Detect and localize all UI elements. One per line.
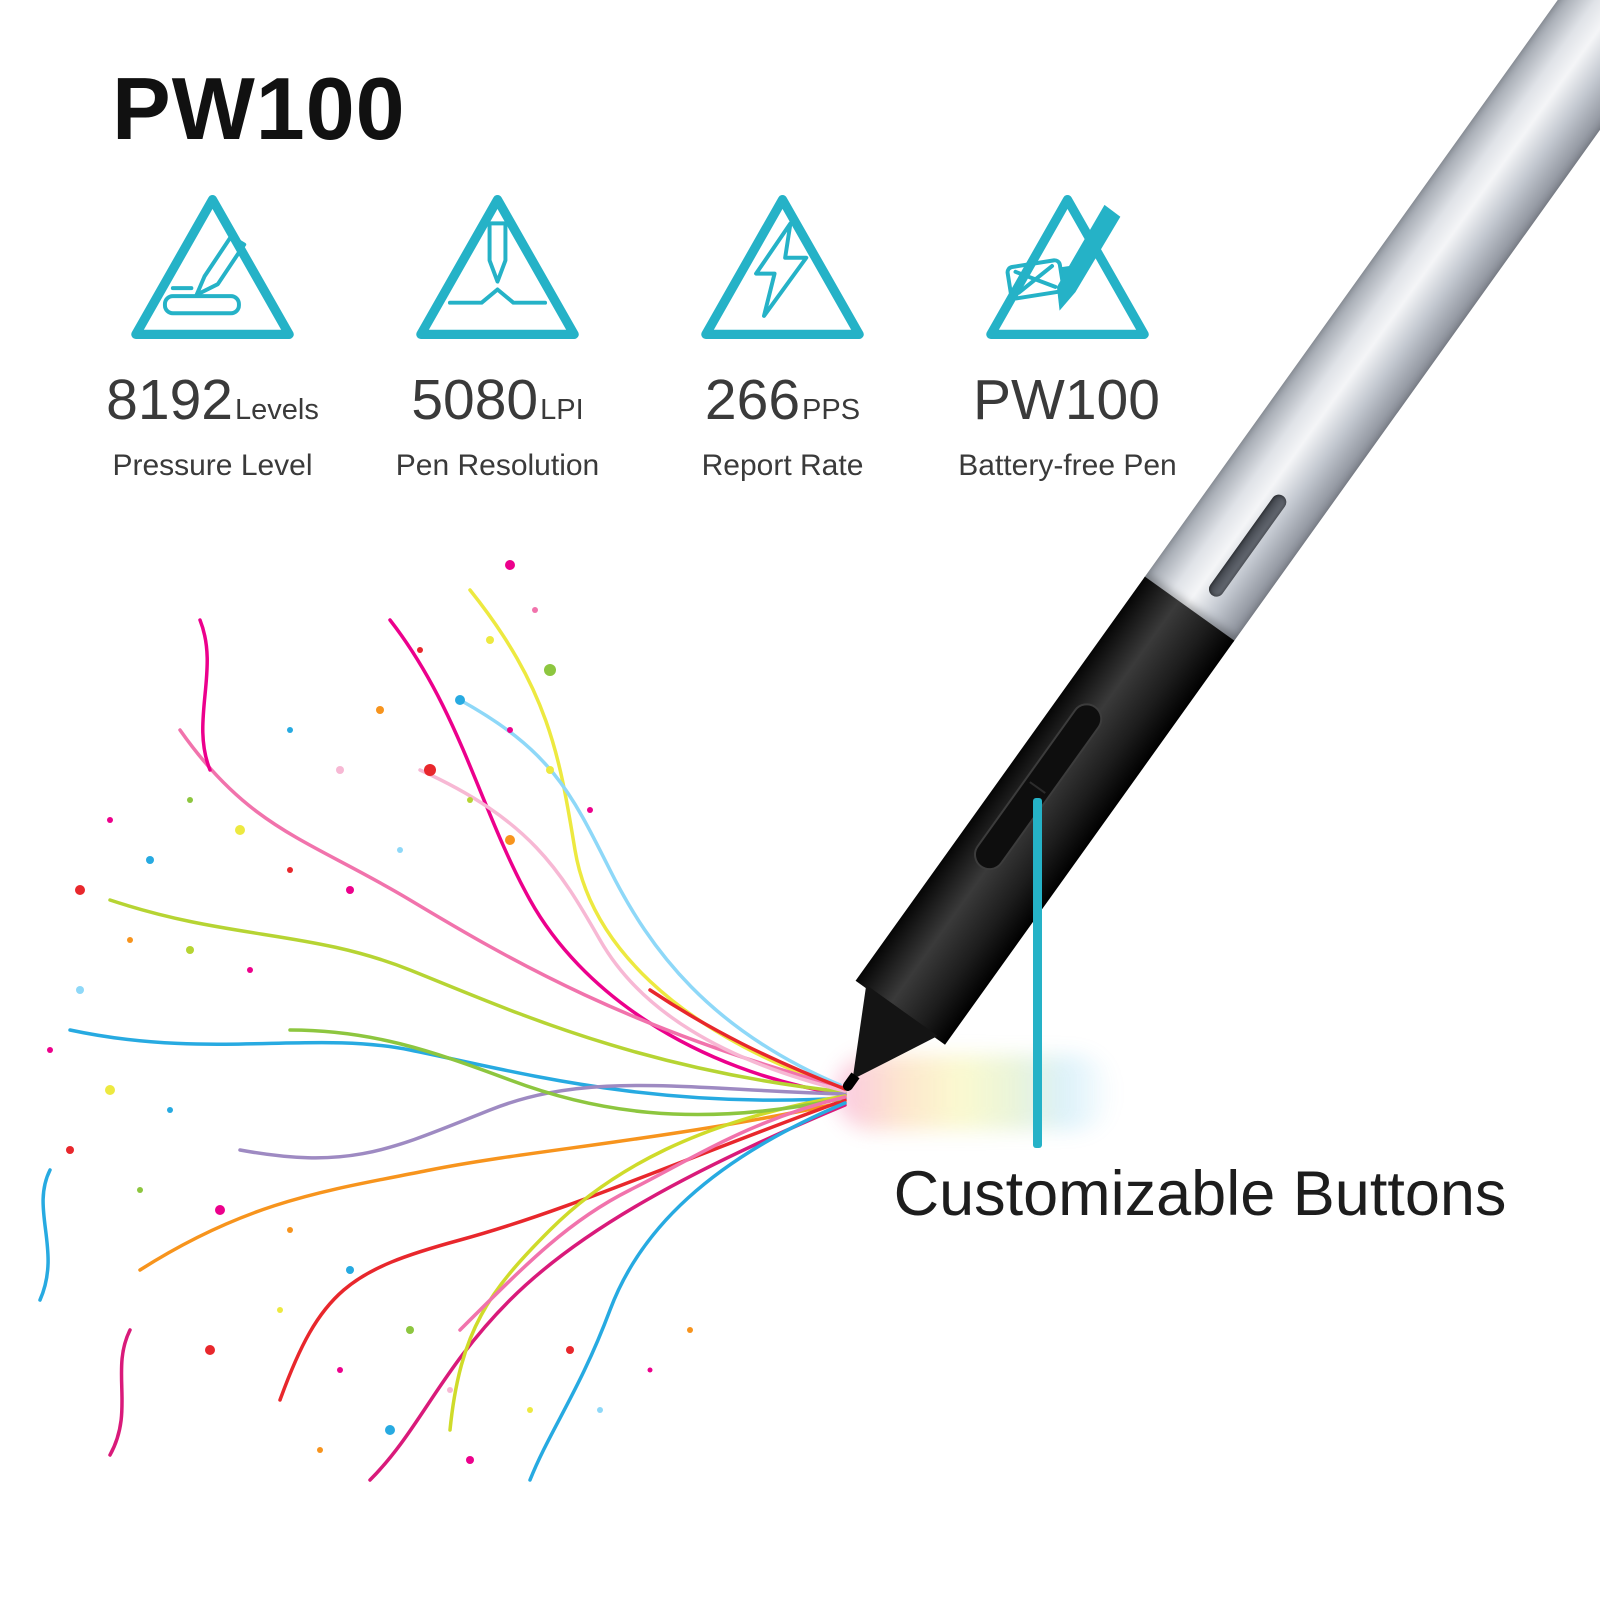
callout-label: Customizable Buttons (893, 1159, 1507, 1229)
spec-label: Pen Resolution (395, 449, 600, 482)
product-title: PW100 (112, 59, 406, 158)
spec-value: 8192Levels (106, 368, 319, 432)
spec-label: Pressure Level (112, 449, 313, 482)
splash-dots (47, 560, 693, 1464)
pen-upper-barrel (1143, 0, 1600, 643)
pen-rubber-grip (855, 576, 1235, 1045)
spec-pen-resolution: 5080LPI Pen Resolution (355, 185, 640, 483)
spec-report-rate: 266PPS Report Rate (640, 185, 925, 483)
pressure-level-icon (131, 195, 294, 340)
battery-free-pen-icon (986, 195, 1149, 340)
rainbow-streak (835, 1055, 1115, 1130)
spec-label: Report Rate (701, 449, 864, 482)
spec-value: 5080LPI (411, 368, 584, 432)
pen-resolution-icon (416, 195, 579, 340)
spec-label: Battery-free Pen (958, 449, 1177, 482)
spec-row: 8192Levels Pressure Level 5080LPI Pen Re… (70, 185, 1210, 483)
spec-pressure-level: 8192Levels Pressure Level (70, 185, 355, 483)
pen-glyph (1056, 204, 1121, 311)
stylus-pen (800, 0, 1600, 1122)
report-rate-icon (701, 195, 864, 340)
spec-value: PW100 (973, 368, 1160, 432)
splash-curves (38, 588, 847, 1482)
color-splash-artwork (38, 560, 847, 1482)
spec-value: 266PPS (704, 368, 861, 432)
callout-pointer-line (1033, 798, 1042, 1148)
spec-battery-free: PW100 Battery-free Pen (925, 185, 1210, 483)
